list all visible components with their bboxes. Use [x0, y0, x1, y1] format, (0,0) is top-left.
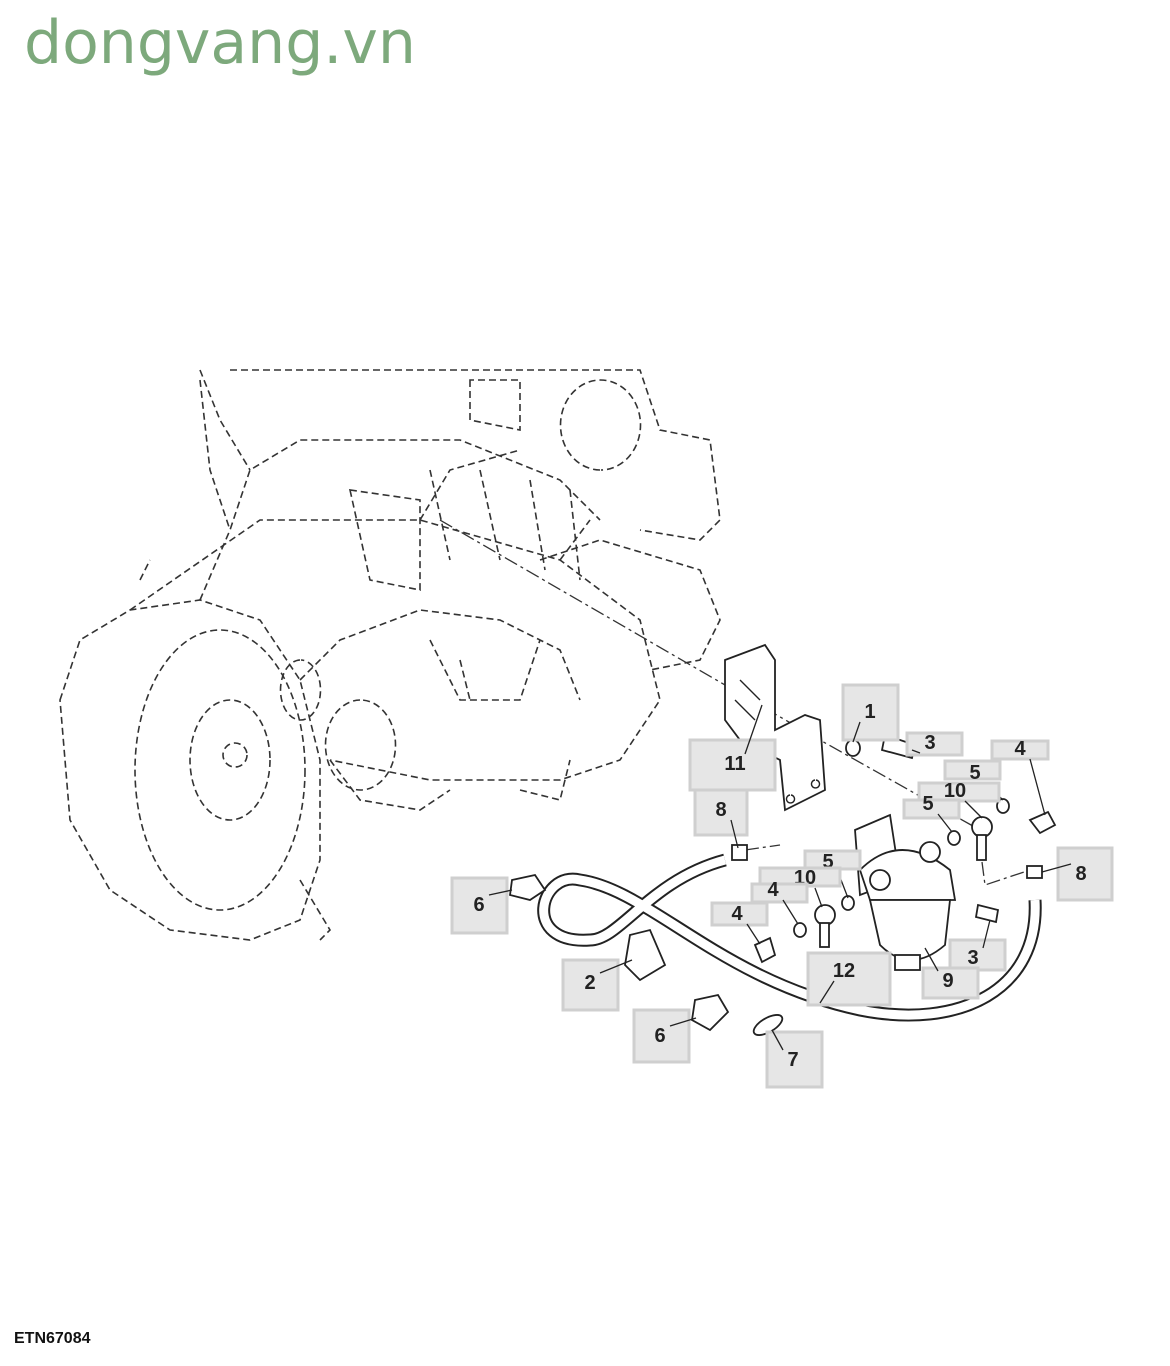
leader-line — [744, 704, 763, 755]
callout-box — [1056, 846, 1114, 902]
leader-line — [746, 923, 761, 945]
callout-box — [902, 798, 961, 820]
fitting-stem — [976, 834, 987, 861]
callout-number: 10 — [944, 780, 966, 802]
leader-line — [782, 899, 799, 925]
banjo-fitting — [971, 816, 993, 838]
leader-line — [599, 959, 633, 974]
callout-box — [688, 738, 777, 792]
callout-10: 10 — [917, 780, 1001, 819]
callout-9: 9 — [921, 947, 980, 1000]
bolt — [974, 903, 1000, 924]
callout-6: 6 — [632, 1008, 697, 1064]
washer — [947, 830, 961, 846]
fuel-hose-inner — [539, 855, 1040, 1020]
washer — [845, 739, 861, 757]
leader-line — [1029, 758, 1046, 816]
callout-number: 7 — [787, 1049, 798, 1071]
callout-8: 8 — [1041, 846, 1114, 902]
leader-line — [924, 947, 939, 972]
callout-box — [806, 951, 892, 1007]
callout-box — [561, 958, 620, 1012]
callout-number: 1 — [864, 701, 875, 723]
callout-5: 5 — [943, 759, 1004, 801]
callout-box — [710, 901, 769, 927]
callout-number: 5 — [822, 851, 833, 873]
banjo-bolt — [1028, 810, 1057, 835]
leader-line — [964, 800, 983, 819]
callout-3: 3 — [948, 919, 1007, 972]
callout-12: 12 — [806, 951, 892, 1007]
washer — [841, 895, 855, 911]
banjo-fitting — [814, 904, 836, 926]
callout-box — [990, 739, 1050, 761]
leader-line — [852, 721, 861, 743]
washer — [793, 922, 807, 938]
callout-8: 8 — [693, 788, 749, 849]
callout-number: 4 — [1014, 738, 1026, 760]
callout-box — [948, 938, 1007, 972]
callout-number: 6 — [473, 894, 484, 916]
leader-line — [982, 919, 991, 949]
callout-number: 3 — [967, 947, 978, 969]
callout-3: 3 — [905, 731, 964, 757]
callout-number: 8 — [715, 799, 726, 821]
callout-11: 11 — [688, 704, 777, 792]
hose-clip — [691, 993, 730, 1032]
figure-id: ETN67084 — [14, 1330, 91, 1347]
callout-6: 6 — [450, 876, 513, 935]
callout-4: 4 — [750, 879, 809, 925]
callout-7: 7 — [765, 1029, 824, 1089]
leader-line — [937, 813, 953, 833]
leader-line — [669, 1017, 697, 1027]
callout-number: 2 — [584, 972, 595, 994]
callout-box — [921, 966, 980, 1000]
callout-1: 1 — [841, 683, 900, 743]
callout-4: 4 — [710, 901, 769, 945]
callout-box — [943, 759, 1002, 781]
leader-line — [814, 887, 823, 908]
fitting-stem — [819, 922, 830, 948]
watermark: dongvang.vn — [24, 8, 416, 78]
fuel-filter — [854, 813, 957, 971]
callout-number: 12 — [833, 960, 855, 982]
callout-number: 9 — [942, 970, 953, 992]
hose-clamp — [731, 844, 748, 861]
callout-5: 5 — [902, 793, 961, 833]
callout-4: 4 — [990, 738, 1050, 816]
callout-box — [841, 683, 900, 742]
callout-box — [750, 882, 809, 904]
callout-number: 6 — [654, 1025, 665, 1047]
callout-box — [765, 1030, 824, 1089]
leader-line — [488, 889, 513, 896]
callout-box — [905, 731, 964, 757]
leader-line — [819, 980, 835, 1004]
callout-box — [450, 876, 509, 935]
callout-number: 5 — [922, 793, 933, 815]
callout-number: 11 — [724, 753, 745, 775]
leader-line — [730, 819, 739, 849]
callout-2: 2 — [561, 958, 633, 1012]
callout-number: 8 — [1075, 863, 1086, 885]
callout-box — [632, 1008, 691, 1064]
mounting-bracket — [724, 643, 826, 812]
callout-number: 4 — [767, 879, 779, 901]
hose-bracket-clip — [624, 928, 667, 982]
centerline — [744, 844, 1031, 886]
engine-phantom-outline — [59, 369, 721, 941]
callout-number: 4 — [731, 903, 743, 925]
hose-clip — [509, 873, 547, 901]
hose-clamp — [1026, 865, 1043, 879]
callout-number: 3 — [924, 732, 935, 754]
leader-line — [911, 749, 921, 754]
callout-number: 5 — [969, 762, 980, 784]
callout-box — [693, 788, 749, 837]
leader-line — [771, 1029, 784, 1051]
leader-line — [1041, 863, 1072, 873]
